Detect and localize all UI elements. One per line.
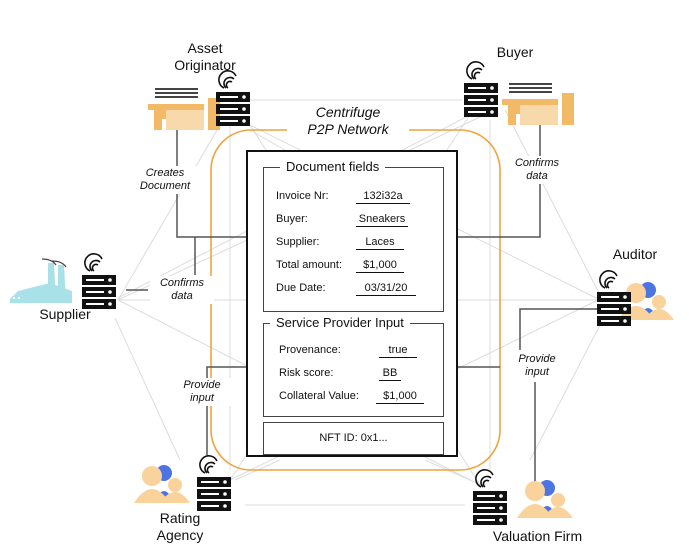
field-value: Laces [356,236,404,250]
document-fields-title: Document fields [280,159,386,174]
nft-id: NFT ID: 0x1... [319,432,388,444]
mesh-line [117,124,221,301]
service-provider-input-box: Service Provider Input Provenance: true … [263,315,444,417]
factory-icon [10,258,72,303]
connector-auditor-input-b [519,308,600,350]
edge-label-line: Confirms [514,157,559,169]
mesh-line [249,129,286,151]
network-title: Centrifuge P2P Network [287,104,409,138]
node-label-auditor: Auditor [595,246,675,263]
field-value: $1,000 [356,259,404,273]
edge-label-line: Provide [518,353,556,365]
field-key: Collateral Value: [279,390,359,402]
field-value: 03/31/20 [356,282,416,296]
field-row: Total amount: $1,000 [276,259,404,273]
field-row: Invoice Nr: 132i32a [276,190,410,204]
store-icon [502,83,574,125]
field-value: Sneakers [356,213,408,227]
connector-creates-document [176,125,262,238]
service-provider-input-title: Service Provider Input [270,315,410,330]
network-title-line: Centrifuge [315,104,381,120]
node-label-line: Supplier [39,306,91,322]
field-key: Total amount: [276,259,343,271]
mesh-line [504,109,601,296]
edge-label-line: Confirms [159,277,204,289]
field-key: Supplier: [276,236,320,248]
nft-id-box: NFT ID: 0x1... [263,422,444,455]
store-icon [148,88,220,130]
node-label-line: Agency [156,527,204,543]
server-icon [81,253,117,310]
node-label-buyer: Buyer [475,44,555,61]
mesh-line [114,317,181,461]
field-value: true [379,344,417,358]
edge-label-line: data [526,170,548,182]
mesh-line [529,324,601,461]
edge-label-confirms-data-supplier: Confirms data [150,276,214,304]
node-label-rating-agency: Rating Agency [140,510,220,544]
node-label-supplier: Supplier [20,306,110,323]
field-value: $1,000 [376,390,424,404]
field-key: Risk score: [279,367,334,379]
field-value: BB [379,367,401,381]
edge-label-provide-input-auditor: Provide input [507,352,567,380]
node-label-line: Asset [187,40,223,56]
field-row: Supplier: Laces [276,236,404,250]
field-key: Invoice Nr: [276,190,329,202]
edge-label-line: Provide [183,379,221,391]
server-icon [596,270,632,327]
node-label-valuation-firm: Valuation Firm [480,528,595,545]
node-label-line: Originator [174,57,236,73]
node-label-asset-originator: Asset Originator [160,40,250,74]
provider-row: Collateral Value: $1,000 [279,390,424,404]
edge-label-provide-input-rating: Provide input [172,378,232,406]
connector-rating-input [206,366,262,455]
field-row: Due Date: 03/31/20 [276,282,416,296]
node-label-line: Valuation Firm [492,528,583,544]
edge-label-creates-document: Creates Document [132,166,198,194]
server-icon [215,70,251,127]
field-key: Provenance: [279,344,341,356]
server-icon [472,469,508,526]
node-label-line: Buyer [496,44,534,60]
edge-label-confirms-data-buyer: Confirms data [505,156,569,184]
document-fields-box: Document fields Invoice Nr: 132i32a Buye… [263,159,444,312]
provider-row: Provenance: true [279,344,417,358]
people-icon [517,480,573,518]
people-icon [134,465,190,503]
edge-label-line: input [190,392,214,404]
provider-row: Risk score: BB [279,367,401,381]
node-label-line: Rating [159,510,201,526]
server-icon [196,455,232,512]
mesh-line [117,234,259,301]
document-card: Document fields Invoice Nr: 132i32a Buye… [246,150,458,457]
edge-label-line: Document [139,180,191,192]
field-row: Buyer: Sneakers [276,213,408,227]
field-key: Buyer: [276,213,308,225]
server-icon [463,61,499,118]
node-label-line: Auditor [612,246,658,262]
network-title-line: P2P Network [307,121,389,137]
edge-label-line: Creates [145,167,185,179]
field-value: 132i32a [356,190,410,204]
edge-label-line: input [525,366,549,378]
edge-label-line: data [171,290,193,302]
field-key: Due Date: [276,282,326,294]
